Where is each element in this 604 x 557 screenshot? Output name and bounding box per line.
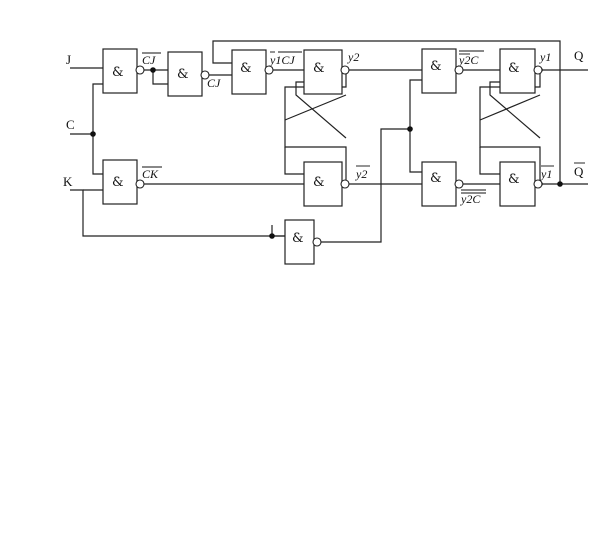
signal-label-ck-bar: CK [142, 166, 162, 181]
svg-text:CJ: CJ [142, 53, 156, 67]
svg-text:y1CJ: y1CJ [269, 53, 295, 67]
signal-label-y1cj-bar: y1CJ [269, 51, 302, 67]
nand-gate-clock-inverter: & [284, 219, 322, 265]
svg-text:y2C: y2C [460, 192, 481, 206]
nand-gate-master-top: & [303, 49, 350, 95]
signal-label-cj-bar: CJ [142, 52, 161, 67]
gate-symbol: & [430, 171, 442, 186]
signal-label-y1-bar: y1 [540, 165, 554, 181]
signal-label-y2c-bar-top: y2C [458, 50, 484, 67]
gate-symbol: & [430, 59, 442, 74]
nand-gate-y1cj: & [231, 49, 274, 95]
svg-text:CK: CK [142, 167, 159, 181]
nand-gate-master-bottom: & [303, 161, 350, 207]
output-label-q: Q [574, 48, 584, 63]
nand-gate-ck: & [102, 159, 145, 205]
wires [70, 40, 588, 243]
output-label-q-bar: Q [574, 162, 585, 179]
nand-gate-cj: & [102, 48, 145, 94]
signal-label-y2c-bar-bottom: y2C [460, 189, 486, 206]
gate-symbol: & [508, 61, 520, 76]
svg-text:y1: y1 [540, 167, 552, 181]
input-label-k: K [63, 174, 73, 189]
nand-gate-slave-top: & [499, 48, 543, 94]
nand-gate-slave-bottom-input: & [421, 161, 464, 207]
gate-symbol: & [112, 65, 124, 80]
signal-label-y1: y1 [539, 50, 551, 64]
svg-text:Q: Q [574, 164, 584, 179]
signal-label-y2: y2 [347, 50, 359, 64]
signal-label-y2-bar: y2 [355, 165, 370, 181]
input-label-j: J [66, 52, 71, 67]
input-label-c: C [66, 117, 75, 132]
gate-symbol: & [240, 61, 252, 76]
gate-symbol: & [313, 61, 325, 76]
gate-symbol: & [177, 67, 189, 82]
gate-symbol: & [112, 175, 124, 190]
svg-text:y2C: y2C [458, 53, 479, 67]
svg-text:y2: y2 [355, 167, 367, 181]
gate-symbol: & [292, 231, 304, 246]
signal-label-cj: CJ [207, 76, 221, 90]
gate-symbol: & [313, 175, 325, 190]
nand-gate-inverter-cj: & [167, 51, 210, 97]
gate-symbol: & [508, 172, 520, 187]
nand-gate-slave-top-input: & [421, 48, 464, 94]
nand-gate-slave-bottom: & [499, 161, 543, 207]
